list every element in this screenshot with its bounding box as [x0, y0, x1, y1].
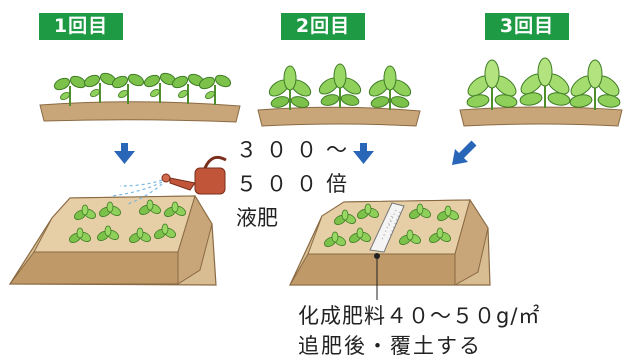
down-arrow-icon — [114, 143, 135, 164]
liquid-ratio-line2: ５００倍 — [236, 172, 356, 196]
liquid-ratio-line1: ３００～ — [236, 138, 356, 162]
solid-fertilizer-rate: 化成肥料４０～５０g/㎡ — [298, 304, 541, 328]
plants-3 — [463, 57, 624, 111]
step-badge-3: 3回目 — [485, 13, 569, 40]
liquid-fertilizer-label: 液肥 — [236, 206, 278, 230]
seedlings-1 — [51, 70, 234, 107]
raised-bed-left — [8, 194, 217, 286]
diagonal-arrow-icon — [452, 140, 477, 165]
leader-line — [374, 253, 380, 300]
solid-fertilizer-instruction: 追肥後・覆土する — [298, 334, 482, 358]
step-badge-1: 1回目 — [39, 13, 123, 40]
step-badge-2: 2回目 — [281, 13, 365, 40]
soil-strip-1 — [39, 101, 241, 123]
soil-strip-3 — [459, 106, 623, 127]
raised-bed-right — [289, 198, 491, 286]
soil-strip-2 — [257, 106, 421, 127]
watering-can-icon — [111, 155, 227, 205]
down-arrow-icon — [353, 143, 374, 164]
plants-2 — [265, 63, 415, 111]
